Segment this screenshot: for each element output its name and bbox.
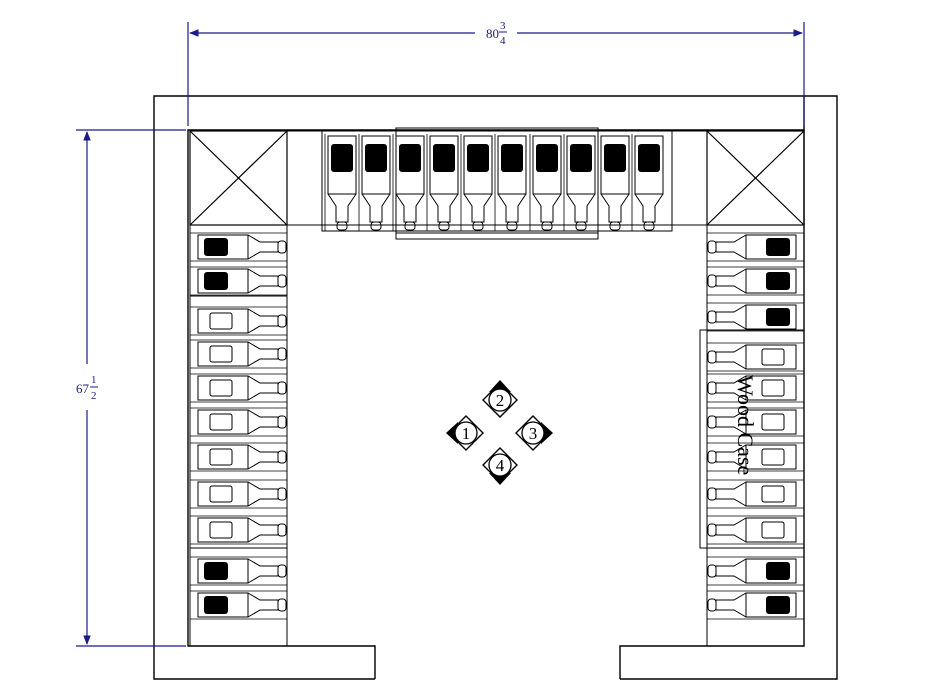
wine-bottle-icon xyxy=(190,590,287,620)
height-dimension xyxy=(76,129,186,647)
wine-bottle-icon xyxy=(707,442,804,472)
wine-bottle-icon xyxy=(190,373,287,403)
wine-bottle-icon xyxy=(707,590,804,620)
width-dimension xyxy=(187,22,805,126)
wine-bottle-icon xyxy=(190,479,287,509)
width-denominator: 4 xyxy=(500,35,506,47)
wine-bottle-icon xyxy=(707,232,804,262)
height-numerator: 1 xyxy=(91,374,97,386)
wine-bottle-icon xyxy=(707,479,804,509)
view-marker-number: 4 xyxy=(496,456,505,475)
wine-bottle-icon xyxy=(190,339,287,369)
height-whole: 67 xyxy=(76,381,90,396)
wine-bottle-icon xyxy=(190,556,287,586)
wine-bottle-icon xyxy=(190,407,287,437)
wine-bottle-icon xyxy=(707,342,804,372)
right-rack xyxy=(699,224,805,647)
wine-bottle-icon xyxy=(426,134,459,231)
wine-bottle-icon xyxy=(324,134,357,231)
diamond-arrow-icon: 3 xyxy=(515,415,553,451)
diamond-arrow-icon: 4 xyxy=(482,447,518,485)
wine-bottle-icon xyxy=(190,232,287,262)
wine-bottle-icon xyxy=(190,515,287,545)
diamond-arrow-icon: 1 xyxy=(446,415,484,451)
width-numerator: 3 xyxy=(500,20,506,32)
corner-unit-left xyxy=(189,130,288,226)
wine-bottle-icon xyxy=(529,134,562,231)
height-denominator: 2 xyxy=(91,390,97,402)
wine-bottle-icon xyxy=(190,266,287,296)
wine-bottle-icon xyxy=(494,134,527,231)
wine-bottle-icon xyxy=(707,407,804,437)
wood-case-label: Wood Case xyxy=(733,375,758,475)
wine-bottle-icon xyxy=(392,134,425,231)
wine-bottle-icon xyxy=(707,266,804,296)
width-whole: 80 xyxy=(486,26,499,41)
view-marker-number: 3 xyxy=(529,424,538,443)
view-marker-number: 1 xyxy=(462,424,471,443)
wine-bottle-icon xyxy=(707,556,804,586)
left-bottle-column xyxy=(190,232,287,620)
view-marker-number: 2 xyxy=(496,391,505,410)
wine-bottle-icon xyxy=(631,134,664,231)
wine-bottle-icon xyxy=(563,134,596,231)
view-markers: 1 2 3 4 xyxy=(446,380,553,485)
right-bottle-column xyxy=(707,232,804,620)
wine-bottle-icon xyxy=(358,134,391,231)
wine-bottle-icon xyxy=(460,134,493,231)
corner-unit-right xyxy=(706,130,805,226)
diamond-arrow-icon: 2 xyxy=(482,380,518,418)
left-rack xyxy=(189,224,288,647)
wine-bottle-icon xyxy=(707,373,804,403)
wine-bottle-icon xyxy=(707,515,804,545)
wine-bottle-icon xyxy=(190,442,287,472)
wine-bottle-icon xyxy=(597,134,630,231)
wine-bottle-icon xyxy=(707,302,804,332)
top-bottle-row xyxy=(324,134,664,231)
wine-bottle-icon xyxy=(190,306,287,336)
